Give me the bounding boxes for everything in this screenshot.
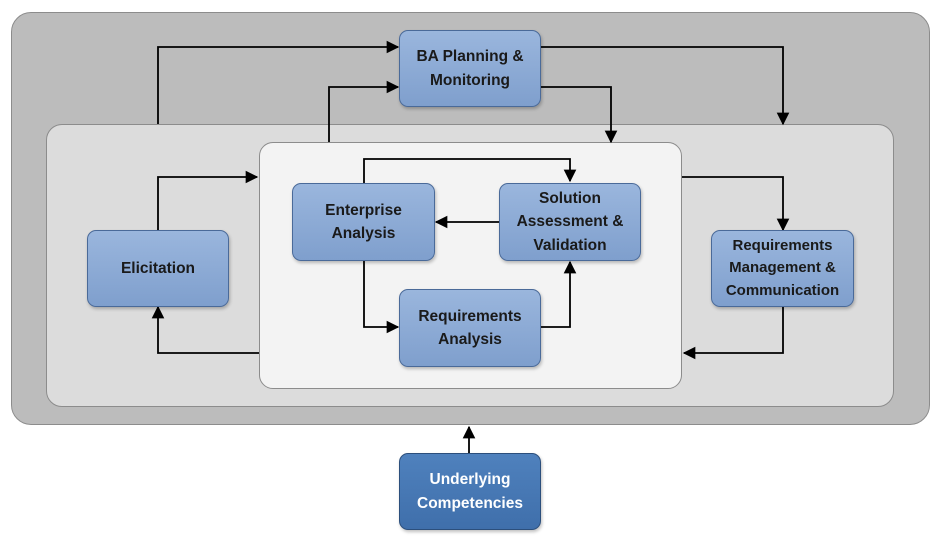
arrow-elicitation-to-inner xyxy=(157,170,259,230)
arrow-outer-to-ba-planning xyxy=(157,40,400,124)
arrow-requirements-management-to-inner xyxy=(682,307,784,360)
enterprise-analysis-box: Enterprise Analysis xyxy=(292,183,435,261)
arrow-ba-planning-to-outer-right xyxy=(541,46,790,126)
arrow-enterprise-to-requirements-analysis xyxy=(363,261,400,334)
arrow-requirements-analysis-to-solution xyxy=(541,260,577,328)
requirements-management-communication-box: Requirements Management & Communication xyxy=(711,230,854,307)
arrow-ba-planning-to-inner xyxy=(541,86,618,144)
arrow-inner-to-elicitation xyxy=(151,305,259,354)
ba-planning-monitoring-box: BA Planning & Monitoring xyxy=(399,30,541,107)
arrow-enterprise-to-solution xyxy=(363,158,577,183)
underlying-competencies-box: Underlying Competencies xyxy=(399,453,541,530)
requirements-analysis-box: Requirements Analysis xyxy=(399,289,541,367)
arrow-inner-to-ba-planning xyxy=(328,80,400,142)
arrow-inner-to-requirements-management xyxy=(682,176,790,232)
elicitation-box: Elicitation xyxy=(87,230,229,307)
solution-assessment-validation-box: Solution Assessment & Validation xyxy=(499,183,641,261)
